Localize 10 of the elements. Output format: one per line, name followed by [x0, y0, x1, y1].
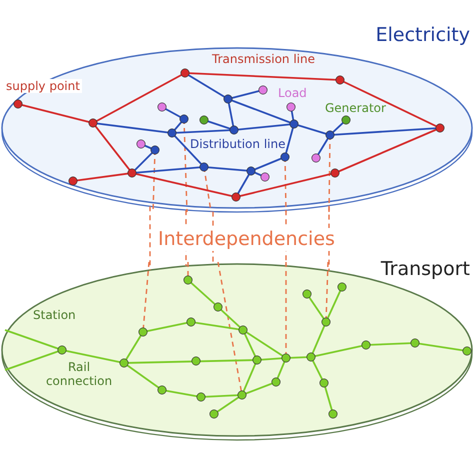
layer-title: Transport — [380, 258, 470, 280]
layer-title: Electricity — [376, 24, 470, 46]
dashed-connector — [149, 206, 151, 270]
network-label: supply point — [4, 79, 82, 94]
network-label: Transmission line — [212, 52, 315, 66]
network-label: Rail connection — [44, 360, 114, 389]
network-label: Distribution line — [190, 137, 286, 152]
network-label: Load — [278, 86, 307, 100]
network-label: Generator — [325, 101, 386, 116]
network-label: Station — [33, 308, 76, 322]
